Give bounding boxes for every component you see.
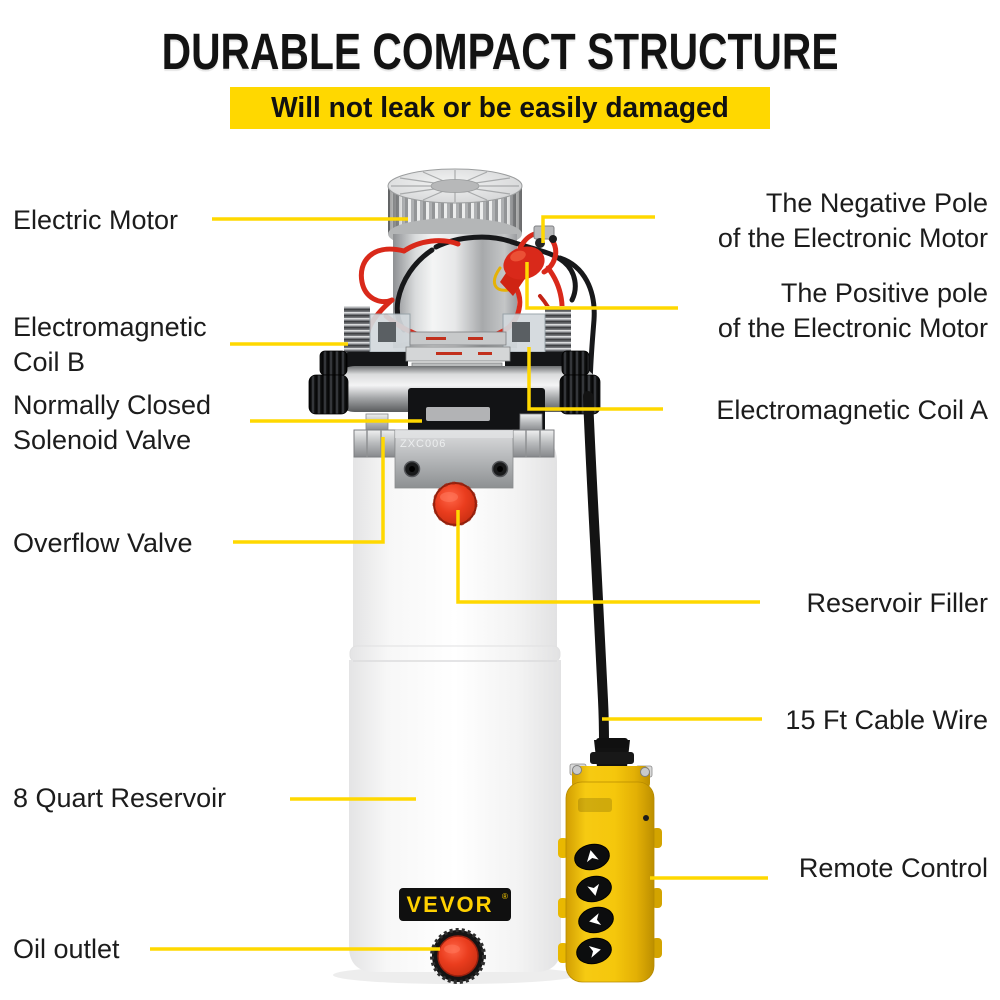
- valve-code-text: ZXC006: [400, 438, 446, 450]
- callout-negative-pole: The Negative Pole of the Electronic Moto…: [717, 188, 988, 253]
- arrow-up-icon: [586, 850, 599, 863]
- callout-oil-outlet: Oil outlet: [13, 934, 120, 964]
- control-cable-graphic: [583, 391, 609, 749]
- leader-negative-pole: [541, 215, 655, 243]
- leader-overflow-valve: [233, 437, 385, 544]
- valve-knob: [308, 374, 349, 415]
- brand-plate: VEVOR ®: [399, 888, 511, 921]
- manifold-graphic: ZXC006: [353, 413, 555, 489]
- remote-pendant-graphic: [558, 738, 662, 983]
- brand-registered-mark: ®: [502, 892, 508, 901]
- remote-button-left[interactable]: [576, 904, 615, 936]
- leader-lines: [150, 215, 768, 951]
- page-title: DURABLE COMPACT STRUCTURE: [161, 23, 839, 80]
- callout-coil-b: Electromagnetic Coil B: [13, 312, 207, 377]
- remote-button-down[interactable]: [574, 873, 613, 905]
- callout-coil-a: Electromagnetic Coil A: [716, 395, 988, 425]
- reservoir-filler-cap: [432, 481, 478, 527]
- callout-electric-motor: Electric Motor: [13, 205, 179, 235]
- callout-8-quart-reservoir: 8 Quart Reservoir: [13, 783, 227, 813]
- leader-coil-a: [527, 347, 663, 411]
- remote-button-right[interactable]: [574, 935, 613, 967]
- subtitle-banner: Will not leak or be easily damaged: [230, 87, 770, 129]
- overflow-valve-fitting: [353, 429, 396, 458]
- callout-overflow-valve: Overflow Valve: [13, 528, 193, 558]
- remote-button-up[interactable]: [572, 841, 611, 873]
- subtitle-text: Will not leak or be easily damaged: [271, 91, 729, 124]
- valve-knob: [561, 350, 590, 376]
- arrow-left-icon: [589, 913, 602, 926]
- port-fitting: [512, 429, 555, 458]
- arrow-down-icon: [587, 883, 600, 896]
- brand-logo-text: VEVOR: [406, 892, 493, 917]
- callout-remote-control: Remote Control: [798, 853, 988, 883]
- callout-cable-wire: 15 Ft Cable Wire: [785, 705, 988, 735]
- motor-terminals: [500, 225, 557, 296]
- callout-positive-pole: The Positive pole of the Electronic Moto…: [717, 278, 988, 343]
- leader-positive-pole: [525, 262, 678, 310]
- pendant-screw: [640, 767, 650, 777]
- valve-knob: [319, 350, 348, 376]
- leader-reservoir-filler: [456, 510, 760, 604]
- pendant-screw: [572, 765, 582, 775]
- valve-assembly-graphic: [308, 350, 601, 432]
- callout-nc-solenoid-valve: Normally Closed Solenoid Valve: [13, 390, 212, 455]
- arrow-right-icon: [588, 945, 601, 958]
- callout-reservoir-filler: Reservoir Filler: [806, 588, 988, 618]
- oil-outlet-cap: [430, 928, 486, 984]
